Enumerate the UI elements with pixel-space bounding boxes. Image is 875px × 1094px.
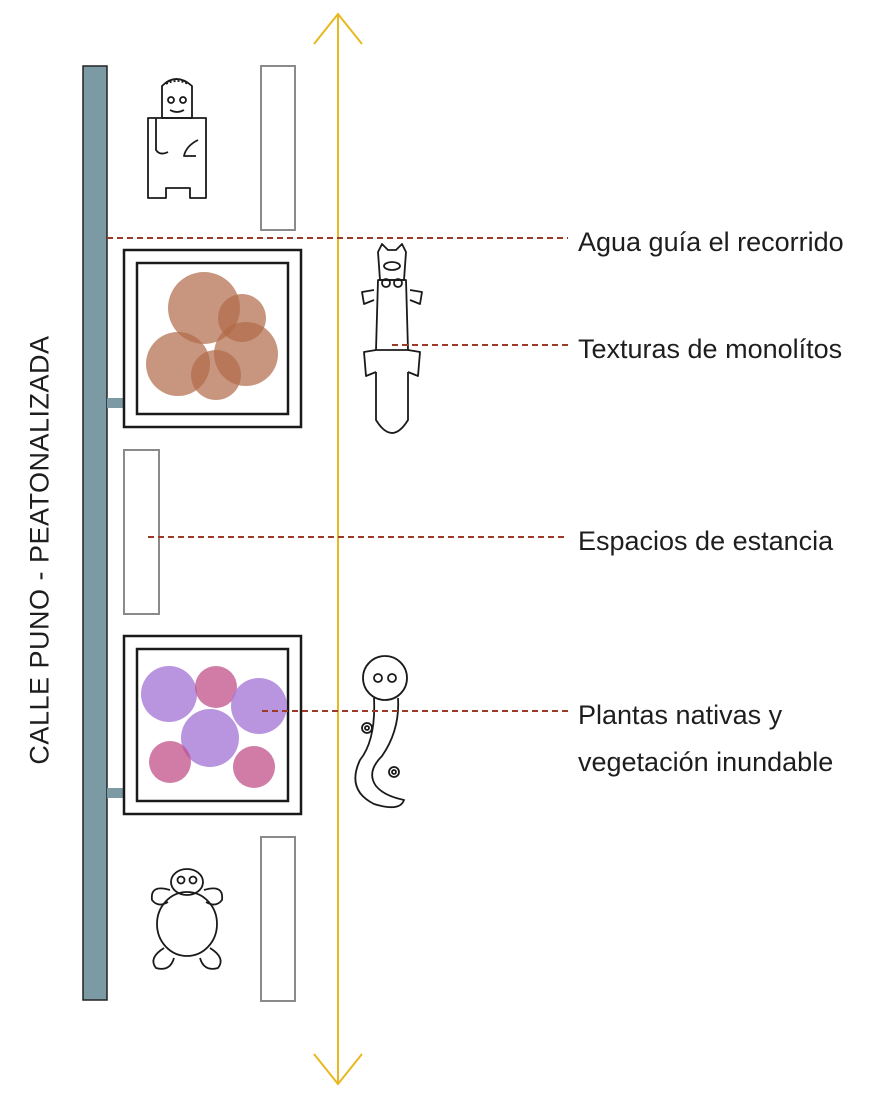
bench-middle	[123, 449, 160, 615]
frog-monolith-icon	[150, 868, 224, 970]
axis-arrow-bottom	[313, 1053, 363, 1086]
channel-outlet-top	[107, 398, 123, 408]
bench-top	[260, 65, 296, 231]
callout-plants-line2: vegetación inundable	[578, 747, 834, 777]
callout-seating: Espacios de estancia	[578, 526, 834, 556]
callout-water: Agua guía el recorrido	[578, 227, 844, 257]
planter-top	[122, 248, 303, 429]
callout-textures: Texturas de monolítos	[578, 334, 843, 364]
axis-arrow-top	[313, 12, 363, 45]
monolith-figure-icon	[147, 78, 207, 199]
serpent-monolith-icon	[354, 655, 408, 809]
street-label: CALLE PUNO - PEATONALIZADA	[24, 335, 55, 765]
callout-plants-line1: Plantas nativas y	[578, 700, 783, 730]
channel-outlet-bottom	[107, 788, 123, 798]
bench-bottom	[260, 836, 296, 1002]
water-channel	[82, 65, 108, 1001]
planter-bottom	[122, 634, 303, 816]
lizard-monolith-icon	[361, 243, 423, 434]
